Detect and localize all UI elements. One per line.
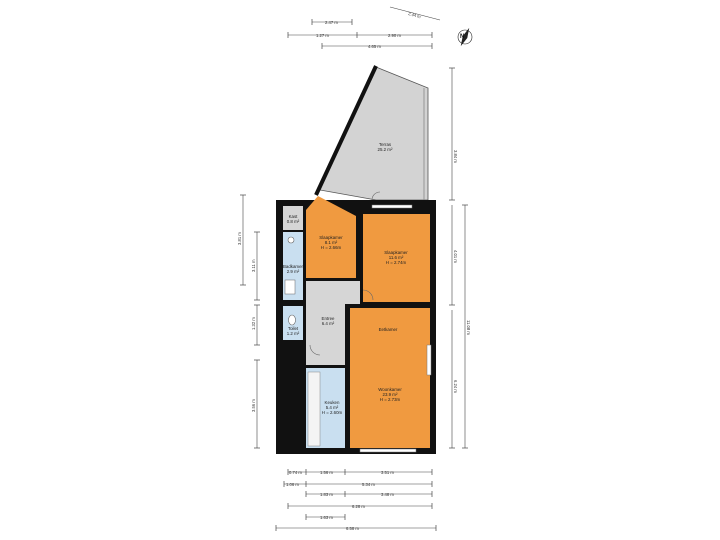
window-right — [426, 344, 432, 376]
dim-top-3: 1.27 m — [316, 33, 329, 38]
room-woonkamer — [350, 308, 430, 448]
dim-left-1: 3.81 m — [237, 232, 242, 245]
dim-right-1: 3.84 m — [453, 150, 458, 163]
dim-left-2: 3.11 m — [251, 259, 256, 272]
dim-top-1: 2.47 m — [325, 20, 338, 25]
room-entree — [306, 281, 360, 345]
shower-icon — [284, 279, 296, 295]
label-slaapkamer1-height: H = 2.66m — [321, 245, 342, 250]
room-kast — [283, 206, 303, 230]
label-kast-area: 0.8 m² — [287, 219, 300, 224]
room-hallway — [306, 345, 345, 365]
dim-bottom-5: 5.34 m — [362, 482, 375, 487]
room-slaapkamer-1 — [306, 196, 356, 278]
dim-bottom-10: 6.58 m — [346, 526, 359, 531]
label-slaapkamer2-area: 11.6 m² — [389, 255, 404, 260]
dim-right-4: 6.24 m — [453, 380, 458, 393]
label-eetkamer-name: Eetkamer — [379, 327, 398, 332]
terrace-area — [319, 66, 429, 201]
label-slaapkamer1-name: Slaapkamer — [319, 235, 343, 240]
label-toilet-name: Toilet — [288, 326, 299, 331]
label-woonkamer-area: 23.9 m² — [383, 392, 398, 397]
kitchen-counter — [307, 371, 321, 447]
label-entree-name: Entree — [322, 316, 335, 321]
label-slaapkamer1-area: 8.1 m² — [325, 240, 338, 245]
dim-top-4: 2.90 m — [388, 33, 401, 38]
label-badkamer-area: 2.9 m² — [287, 269, 300, 274]
label-terras-name: Terras — [379, 142, 392, 147]
window-bottom — [359, 448, 417, 453]
dimension-group-top: 2.47 m 2.44 m 1.27 m 2.90 m 4.65 m — [287, 6, 441, 49]
label-keuken-height: H = 2.60m — [322, 410, 343, 415]
label-toilet-area: 1.2 m² — [287, 331, 300, 336]
dim-top-2: 2.44 m — [408, 11, 422, 19]
door-entrance-icon — [309, 344, 321, 356]
dim-bottom-1: 0.74 m — [289, 470, 302, 475]
dimension-group-right: 3.84 m 4.01 m 6.24 m 11.08 m — [449, 67, 471, 449]
room-slaapkamer-2 — [363, 214, 430, 302]
toilet-icon — [288, 314, 296, 326]
dimension-group-left: 3.81 m 3.11 m 1.32 m 3.56 m — [237, 194, 260, 449]
dim-right-2: 4.01 m — [453, 250, 458, 263]
dim-bottom-3: 3.51 m — [381, 470, 394, 475]
dim-top-5: 4.65 m — [368, 44, 381, 49]
floor-plan — [276, 65, 436, 454]
label-keuken-area: 5.4 m² — [326, 405, 339, 410]
dim-left-4: 3.56 m — [251, 399, 256, 412]
compass-icon: N — [457, 27, 473, 47]
label-entree-area: 6.4 m² — [322, 321, 335, 326]
dim-right-3: 11.08 m — [466, 320, 471, 335]
compass-label: N — [460, 34, 464, 40]
label-woonkamer-name: Woonkamer — [378, 387, 402, 392]
sink-icon — [287, 236, 295, 244]
label-slaapkamer2-height: H = 2.74m — [386, 260, 407, 265]
label-badkamer-name: Badkamer — [283, 264, 304, 269]
dim-bottom-4: 1.06 m — [286, 482, 299, 487]
label-woonkamer-height: H = 2.73m — [380, 397, 401, 402]
door-bedroom-icon — [362, 289, 374, 301]
dim-bottom-9: 1.63 m — [320, 515, 333, 520]
door-terrace-icon — [371, 191, 381, 201]
label-slaapkamer2-name: Slaapkamer — [384, 250, 408, 255]
label-keuken-name: Keuken — [325, 400, 340, 405]
dim-bottom-8: 6.28 m — [352, 504, 365, 509]
room-labels: Terras 25.2 m² Kast 0.8 m² Slaapkamer 8.… — [283, 142, 408, 415]
dim-bottom-6: 1.83 m — [320, 492, 333, 497]
dimension-group-bottom: 0.74 m 1.56 m 3.51 m 1.06 m 5.34 m 1.83 … — [275, 469, 437, 531]
dim-bottom-2: 1.56 m — [320, 470, 333, 475]
dim-left-3: 1.32 m — [251, 317, 256, 330]
window-top — [371, 204, 413, 209]
label-kast-name: Kast — [289, 214, 299, 219]
dim-bottom-7: 3.48 m — [381, 492, 394, 497]
label-terras-area: 25.2 m² — [378, 147, 393, 152]
